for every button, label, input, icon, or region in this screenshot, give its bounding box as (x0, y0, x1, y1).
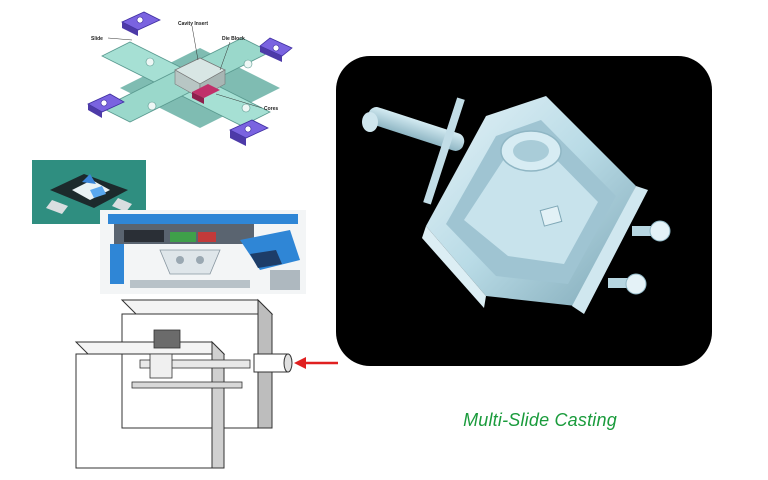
back-box-top (120, 299, 274, 315)
front-box-side (211, 340, 225, 469)
casting-part (422, 96, 648, 314)
multi-slide-casting-photo (362, 96, 671, 314)
casting-square-pad (539, 205, 563, 227)
casting-sprue (362, 97, 465, 205)
arrow-left-icon (294, 357, 338, 369)
slide-schematic (74, 298, 338, 469)
cad-small-block (46, 200, 68, 214)
slide-rod (139, 359, 251, 369)
cad-large-bolt (176, 256, 184, 264)
guide-rail (131, 381, 243, 389)
leader-line-cores (215, 93, 263, 109)
cad-large-insert (159, 249, 221, 275)
cad-render-small (32, 160, 146, 224)
label-slide: Slide (91, 36, 103, 42)
cad-large-top-rail (108, 214, 298, 224)
slide-nw (121, 11, 161, 36)
cad-large-green-part (170, 232, 196, 242)
casting-pin-lower (608, 273, 647, 295)
cad-render-large (100, 210, 306, 294)
arm-hole (241, 103, 251, 113)
arm-hole (145, 57, 155, 67)
cad-large-block-dark (124, 230, 164, 242)
cad-large-bolt (196, 256, 204, 264)
casting-boss-hole (513, 140, 549, 162)
front-box-top (74, 341, 226, 355)
arm-hole (147, 101, 157, 111)
core-block-side (192, 92, 204, 104)
arm-hole (243, 59, 253, 69)
caption-multi-slide-casting: Multi-Slide Casting (463, 410, 617, 430)
slide-sw (87, 93, 125, 118)
casting-floor (464, 144, 598, 264)
hydraulic-cylinder (253, 353, 289, 373)
casting-rail-right (572, 186, 648, 314)
slide-se (229, 119, 269, 146)
cad-small-part-2 (90, 186, 106, 198)
multi-slide-die-diagram: Slide Cavity Insert Die Block Cores (87, 11, 293, 146)
cad-large-base (130, 280, 250, 288)
leader-line-cavity (191, 25, 199, 61)
leader-line-slide (107, 37, 133, 41)
leader-line-die-block (219, 41, 231, 71)
back-box-front (121, 313, 259, 429)
cad-small-block-2 (112, 198, 132, 212)
label-cavity-insert: Cavity Insert (178, 21, 208, 27)
casting-photo-panel (336, 56, 712, 366)
slide-body (149, 353, 173, 379)
core-block (192, 84, 220, 98)
slide-ne (259, 37, 293, 62)
cad-small-part (82, 174, 96, 184)
cad-large-red-part (198, 232, 216, 242)
label-cores: Cores (264, 106, 278, 112)
core-block (153, 329, 181, 349)
label-die-block: Die Block (222, 36, 245, 42)
cylinder-end (283, 353, 293, 373)
casting-pin-upper (632, 220, 671, 242)
cad-large-side-slide-shadow (250, 250, 282, 268)
cad-large-left-post (110, 244, 124, 284)
cad-large-base-right (270, 270, 300, 290)
casting-rail-bottom (422, 226, 486, 308)
